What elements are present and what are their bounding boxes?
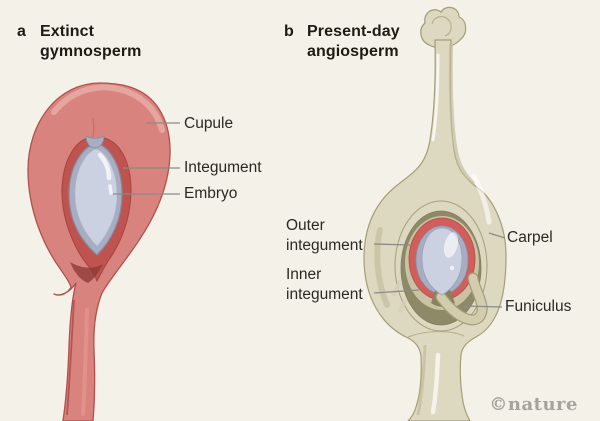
gymnosperm-illustration (27, 82, 171, 421)
inner-integument-label: Inner integument (286, 265, 363, 305)
embryo-highlight-dash (108, 184, 113, 195)
carpel-leader-line (488, 232, 506, 239)
pedicel-top-line (407, 331, 465, 338)
nature-watermark: ©nature (489, 394, 578, 415)
inner-integument-label-line2: integument (286, 286, 363, 303)
panel-a-title-line1: Extinct (40, 23, 95, 40)
integument-tab-shape (85, 135, 105, 149)
panel-b-title-line2: angiosperm (307, 43, 399, 60)
panel-b-letter: b (284, 23, 294, 40)
cupule-rim-highlight (51, 84, 165, 133)
panel-b-title-line1: Present-day (307, 23, 400, 40)
style-highlight (431, 53, 440, 142)
outer-integument-label-line2: integument (286, 237, 363, 254)
funiculus-shape (436, 273, 487, 325)
embryo-sac-highlight (443, 232, 459, 258)
pedicel-highlight (430, 352, 441, 415)
cavity-bottom-shadow (70, 262, 103, 283)
stalk-shadow-line (66, 299, 75, 416)
panel-b-title: Present-day angiosperm (307, 22, 400, 62)
panel-a-letter: a (17, 23, 26, 40)
embryo-label: Embryo (184, 185, 238, 202)
panel-a-title: Extinct gymnosperm (40, 22, 141, 62)
inner-integument-label-line1: Inner (286, 266, 322, 283)
ovary-flare-highlight (471, 173, 492, 225)
stigma-shape (420, 6, 467, 49)
inner-integument-leader-line (373, 289, 420, 294)
funiculus-label: Funiculus (505, 298, 572, 315)
panel-a-title-line2: gymnosperm (40, 43, 142, 60)
cupule-top-seam (92, 117, 95, 138)
locule-left-shadow (374, 227, 390, 308)
embryo-highlight (97, 152, 112, 181)
outer-integument-label-line1: Outer (286, 217, 325, 234)
outer-integument-label: Outer integument (286, 216, 363, 256)
angiosperm-illustration (363, 6, 507, 421)
funiculus-leader-line (463, 305, 503, 308)
stalk-highlight-line (81, 308, 89, 416)
locule-highlight-dash-2 (398, 299, 407, 313)
pedicel-shadow-left (416, 344, 427, 416)
stigma-lobe-line (431, 16, 452, 37)
cupule-label: Cupule (184, 115, 234, 132)
integument-label: Integument (184, 159, 262, 176)
leader-lines (113, 122, 506, 308)
outer-integument-leader-line (373, 243, 411, 246)
carpel-label: Carpel (507, 229, 553, 246)
style-shadow-right (448, 43, 476, 186)
embryo-sac-highlight-dot (449, 265, 455, 271)
